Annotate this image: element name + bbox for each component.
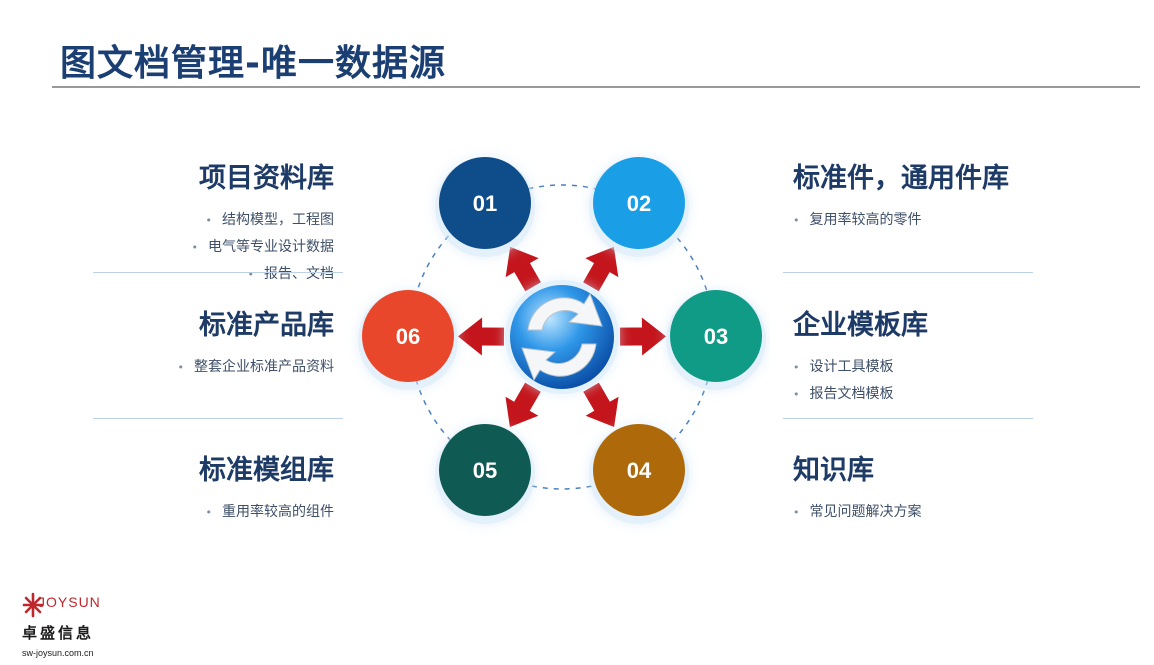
node-02: 02 <box>589 157 689 257</box>
node-label: 04 <box>627 458 652 483</box>
list-item: 整套企业标准产品资料 <box>178 354 334 381</box>
sync-arrow-upper-icon <box>527 292 603 331</box>
node-circle <box>439 157 531 249</box>
list-item: 设计工具模板 <box>793 354 928 381</box>
arrow-to-node-04 <box>583 382 619 428</box>
node-01: 01 <box>435 157 535 257</box>
right-divider-1 <box>783 272 1033 273</box>
list-item: 电气等专业设计数据 <box>192 234 334 261</box>
logo-brand: JOYSUN <box>38 594 101 610</box>
node-circle <box>670 290 762 382</box>
section-heading: 标准模组库 <box>199 455 334 486</box>
node-label: 01 <box>473 191 497 216</box>
logo-company-name: 卓盛信息 <box>22 624 95 642</box>
sync-arrow-lower-icon <box>521 343 597 382</box>
left-divider-1 <box>93 272 343 273</box>
section-standard-parts-library: 标准件，通用件库 复用率较高的零件 <box>793 156 1009 234</box>
title-divider <box>52 86 1140 88</box>
node-label: 05 <box>473 458 497 483</box>
section-heading: 知识库 <box>793 455 874 486</box>
list-item: 报告文档模板 <box>793 381 928 408</box>
node-label: 03 <box>704 324 728 349</box>
joysun-logo-icon <box>22 592 44 618</box>
node-03: 03 <box>666 290 766 390</box>
right-divider-2 <box>783 418 1033 419</box>
section-enterprise-template-library: 企业模板库 设计工具模板 报告文档模板 <box>793 303 928 408</box>
list-item: 报告、文档 <box>192 261 334 288</box>
left-divider-2 <box>93 418 343 419</box>
node-04: 04 <box>589 424 689 524</box>
logo-url: sw-joysun.com.cn <box>22 648 94 658</box>
node-05: 05 <box>435 424 535 524</box>
hub <box>505 280 619 394</box>
arrow-to-node-01 <box>505 246 541 292</box>
section-standard-product-library: 标准产品库 整套企业标准产品资料 <box>178 303 334 381</box>
node-circle <box>593 424 685 516</box>
arrow-to-node-06 <box>458 317 505 356</box>
list-item: 复用率较高的零件 <box>793 207 1009 234</box>
section-heading: 项目资料库 <box>199 163 334 194</box>
node-label: 02 <box>627 191 651 216</box>
section-standard-module-library: 标准模组库 重用率较高的组件 <box>199 448 334 526</box>
arrow-to-node-02 <box>583 246 619 292</box>
section-heading: 标准产品库 <box>199 310 334 341</box>
node-circle <box>362 290 454 382</box>
arrow-to-node-03 <box>619 317 666 356</box>
node-circle <box>439 424 531 516</box>
section-project-library: 项目资料库 结构模型，工程图 电气等专业设计数据 报告、文档 <box>192 156 334 288</box>
node-label: 06 <box>396 324 420 349</box>
list-item: 重用率较高的组件 <box>199 499 334 526</box>
section-knowledge-base: 知识库 常见问题解决方案 <box>793 448 922 526</box>
section-heading: 标准件，通用件库 <box>793 163 1009 194</box>
arrow-to-node-05 <box>505 382 541 428</box>
node-06: 06 <box>358 290 458 390</box>
page-title: 图文档管理-唯一数据源 <box>60 43 446 84</box>
list-item: 常见问题解决方案 <box>793 499 922 526</box>
section-heading: 企业模板库 <box>793 310 928 341</box>
node-circle <box>593 157 685 249</box>
list-item: 结构模型，工程图 <box>192 207 334 234</box>
data-source-diagram: 01 02 03 04 05 06 <box>358 157 766 524</box>
